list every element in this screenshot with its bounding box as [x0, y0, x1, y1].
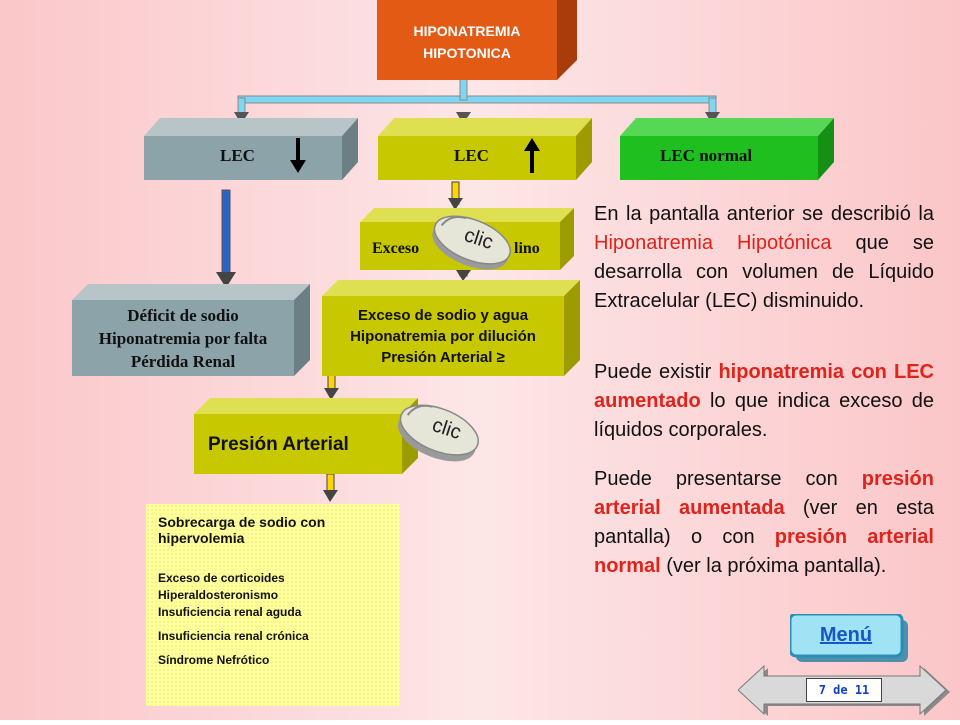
p1-text-2: que se desarrolla con volumen de Líquido…: [594, 232, 934, 312]
presion-arterial-label: Presión Arterial: [208, 434, 349, 455]
p2-text-2: lo que indica exceso de líquidos corpora…: [594, 390, 934, 441]
arrow-down-icon: [290, 138, 306, 173]
lec-increased-box: LEC: [378, 118, 592, 180]
causes-heading-2: hipervolemia: [158, 530, 245, 546]
exceso-sodio-line-2: Hiponatremia por dilución: [350, 327, 536, 345]
exceso-sodio-line-1: Exceso de sodio y agua: [357, 306, 529, 324]
causes-heading-1: Sobrecarga de sodio con: [158, 514, 326, 530]
prev-arrow-button[interactable]: [738, 664, 798, 716]
exceso-sodio-agua-box: Exceso de sodio y agua Hiponatremia por …: [322, 280, 580, 376]
p1-highlight: Hiponatremia Hipotónica: [594, 232, 832, 254]
cause-item: Insuficiencia renal aguda: [158, 605, 302, 619]
clic-mouse-button-1[interactable]: clic: [428, 210, 516, 272]
lec-increased-label: LEC: [454, 146, 489, 165]
title-line-2: HIPOTONICA: [423, 45, 511, 61]
lec-normal-box: LEC normal: [620, 118, 834, 180]
arrow-up-icon: [524, 138, 540, 173]
next-arrow-button[interactable]: [888, 664, 948, 716]
paragraph-1: En la pantalla anterior se describió la …: [594, 200, 934, 316]
title-line-1: HIPONATREMIA: [413, 23, 521, 39]
lec-normal-label: LEC normal: [660, 146, 753, 165]
cause-item: Exceso de corticoides: [158, 571, 285, 585]
paragraph-2: Puede existir hiponatremia con LEC aumen…: [594, 358, 934, 445]
exceso-sodio-line-3: Presión Arterial ≥: [381, 348, 505, 366]
menu-label: Menú: [819, 623, 873, 646]
mouse-icon: [397, 404, 479, 462]
nav-arrows: 7 de 11: [737, 664, 954, 720]
causes-box: Sobrecarga de sodio con hipervolemia Exc…: [146, 504, 400, 706]
p1-text: En la pantalla anterior se describió la: [594, 203, 934, 225]
p2-highlight: hiponatremia con LEC aumentado: [594, 361, 935, 412]
cause-item: Síndrome Nefrótico: [158, 653, 270, 667]
p3-highlight-1: presión arterial aumentada: [594, 468, 934, 519]
p3-text-3: (ver la próxima pantalla).: [660, 555, 887, 577]
p3-text-2: (ver en esta pantalla) o con: [594, 497, 934, 548]
cause-item: Hiperaldosteronismo: [158, 588, 279, 602]
title-box: HIPONATREMIA HIPOTONICA: [377, 0, 577, 80]
lec-decreased-box: LEC: [144, 118, 358, 180]
lec-decreased-label: LEC: [220, 146, 255, 165]
deficit-line-1: Déficit de sodio: [127, 305, 239, 325]
deficit-line-3: Pérdida Renal: [130, 351, 236, 371]
p2-text: Puede existir: [594, 361, 719, 383]
presion-arterial-box: Presión Arterial: [194, 398, 418, 474]
deficit-sodio-box: Déficit de sodio Hiponatremia por falta …: [72, 284, 310, 376]
p3-highlight-2: presión arterial normal: [594, 526, 934, 577]
paragraph-3: Puede presentarse con presión arterial a…: [594, 465, 934, 581]
mouse-icon: [432, 215, 511, 270]
cause-item: Insuficiencia renal crónica: [158, 629, 309, 643]
page-indicator: 7 de 11: [806, 678, 882, 702]
exceso-label-tail: lino: [514, 240, 540, 257]
clic-mouse-button-2[interactable]: clic: [394, 398, 484, 464]
exceso-label: Exceso: [372, 240, 420, 257]
menu-button[interactable]: Menú: [790, 614, 910, 664]
p3-text: Puede presentarse con: [594, 468, 862, 490]
deficit-line-2: Hiponatremia por falta: [98, 328, 268, 348]
